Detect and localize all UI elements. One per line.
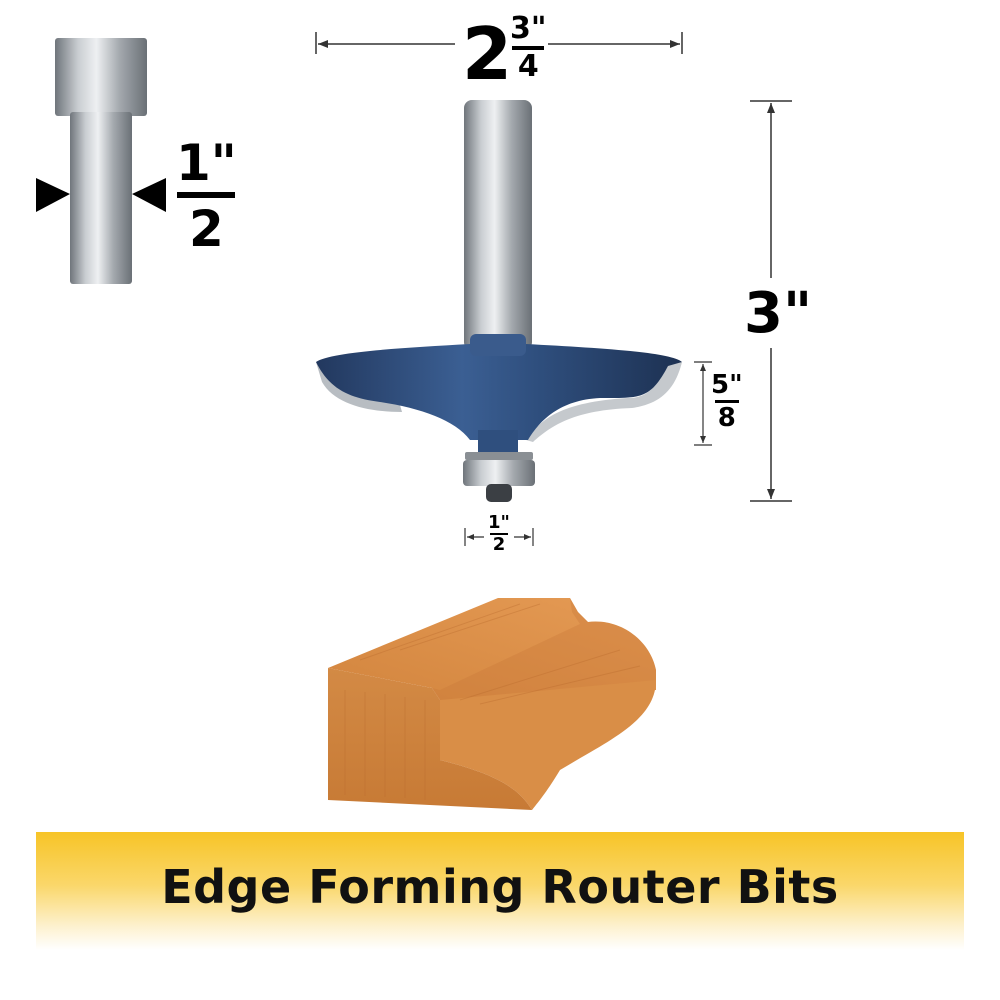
bit-shank [464,100,532,350]
wood-profile-block [328,598,656,810]
shank-diameter-label: 1" 2 [176,138,237,254]
bit-stem [478,430,518,452]
bearing-top-washer [465,452,533,460]
bearing-screw [486,484,512,502]
shank-icon [36,38,166,284]
cutting-height-numerator: 5" [711,370,743,400]
fraction-bar [489,533,508,535]
category-banner: Edge Forming Router Bits [36,832,964,950]
shank-diameter-denominator: 2 [189,200,224,258]
diameter-dimension-line [315,32,683,54]
shank-diameter-numerator: 1" [176,134,237,192]
bearing-diameter-label: 1" 2 [488,514,510,554]
height-dimension-line [750,100,792,502]
overall-height-label: 3" [744,281,813,346]
router-bit [316,100,682,502]
bearing-dimension-line [464,528,534,546]
cutting-height-denominator: 8 [717,403,736,433]
fraction-bar [714,400,739,403]
bearing [463,460,535,486]
fraction-bar [512,46,545,50]
banner-title: Edge Forming Router Bits [161,860,839,914]
cut-height-dimension-line [694,361,712,446]
arrow-left-icon [132,178,166,212]
diameter-whole-number: 2 [462,12,513,96]
bearing-diameter-numerator: 1" [488,512,510,533]
arrow-right-icon [36,178,70,212]
diameter-fraction-label: 3" 4 [510,14,547,82]
diameter-denominator: 4 [517,49,539,84]
fraction-bar [177,192,236,198]
bit-body [316,344,682,440]
bit-collar [470,334,526,356]
diameter-numerator: 3" [510,11,547,46]
carbide-right [526,362,682,442]
cutting-height-label: 5" 8 [711,372,743,431]
bearing-diameter-denominator: 2 [492,534,506,555]
